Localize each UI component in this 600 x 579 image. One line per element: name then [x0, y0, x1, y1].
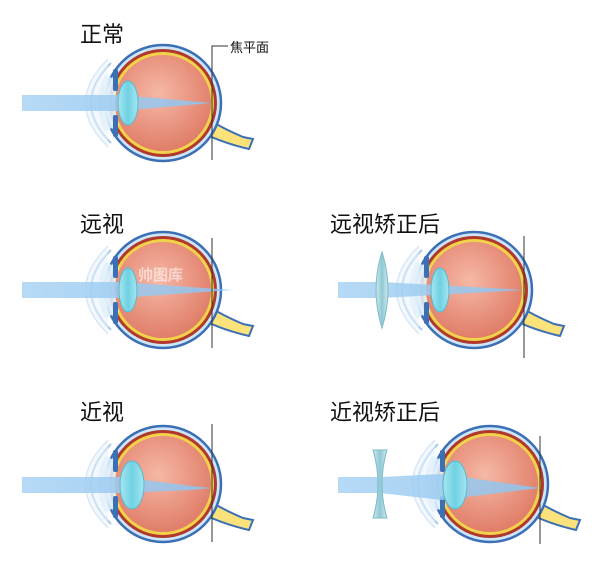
concave-correction-lens [372, 449, 388, 519]
crystalline-lens [119, 460, 145, 510]
focal-plane-leader [211, 45, 228, 50]
panel-title-hyperopia-corrected: 远视矫正后 [330, 213, 440, 238]
convex-correction-lens [375, 250, 389, 330]
light-beam [22, 477, 212, 493]
panel-hyperopia: 远视 帅图库 [22, 213, 255, 350]
light-beam [338, 474, 540, 500]
light-beam [22, 95, 212, 111]
crystalline-lens [442, 460, 468, 510]
panel-myopia: 近视 [22, 401, 255, 544]
panel-myopia-corrected: 近视矫正后 [330, 401, 582, 544]
panel-title-hyperopia: 远视 [80, 213, 124, 238]
panel-title-myopia: 近视 [80, 401, 124, 426]
watermark: 帅图库 [138, 266, 183, 284]
crystalline-lens [117, 80, 139, 126]
crystalline-lens [430, 267, 450, 313]
panel-title-normal: 正常 [80, 23, 124, 48]
panel-normal: 正常 焦平面 [22, 23, 269, 163]
crystalline-lens [118, 267, 138, 313]
focal-plane-label: 焦平面 [230, 41, 269, 56]
panel-hyperopia-corrected: 远视矫正后 [330, 213, 566, 358]
panel-title-myopia-corrected: 近视矫正后 [330, 401, 440, 426]
